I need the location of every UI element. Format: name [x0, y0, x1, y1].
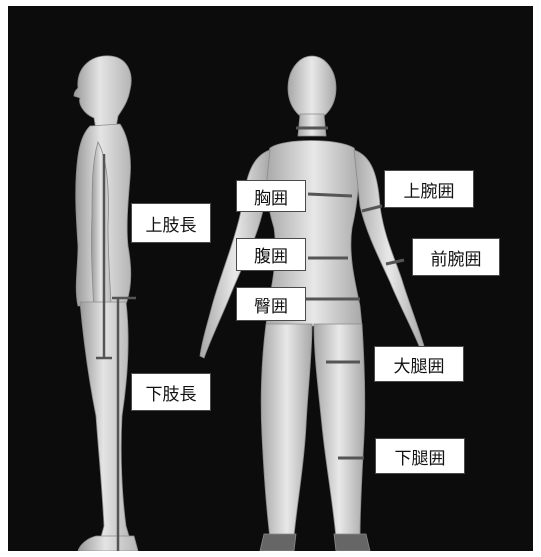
figure-frame: 上肢長 下肢長 胸囲 腹囲 臀囲 上腕囲 前腕囲 大腿囲 下腿囲: [8, 6, 533, 551]
label-hip: 臀囲: [236, 287, 306, 321]
front-view-figure: [200, 56, 424, 551]
label-calf: 下腿囲: [375, 438, 465, 474]
label-abdomen: 腹囲: [236, 238, 306, 271]
label-forearm: 前腕囲: [412, 238, 500, 276]
label-upper-limb-length: 上肢長: [131, 203, 211, 243]
label-chest: 胸囲: [236, 180, 306, 212]
chest-line: [308, 194, 352, 196]
label-lower-limb-length: 下肢長: [131, 373, 211, 411]
label-thigh: 大腿囲: [374, 346, 464, 382]
side-view-figure: [74, 56, 138, 551]
label-upper-arm: 上腕囲: [384, 170, 474, 208]
